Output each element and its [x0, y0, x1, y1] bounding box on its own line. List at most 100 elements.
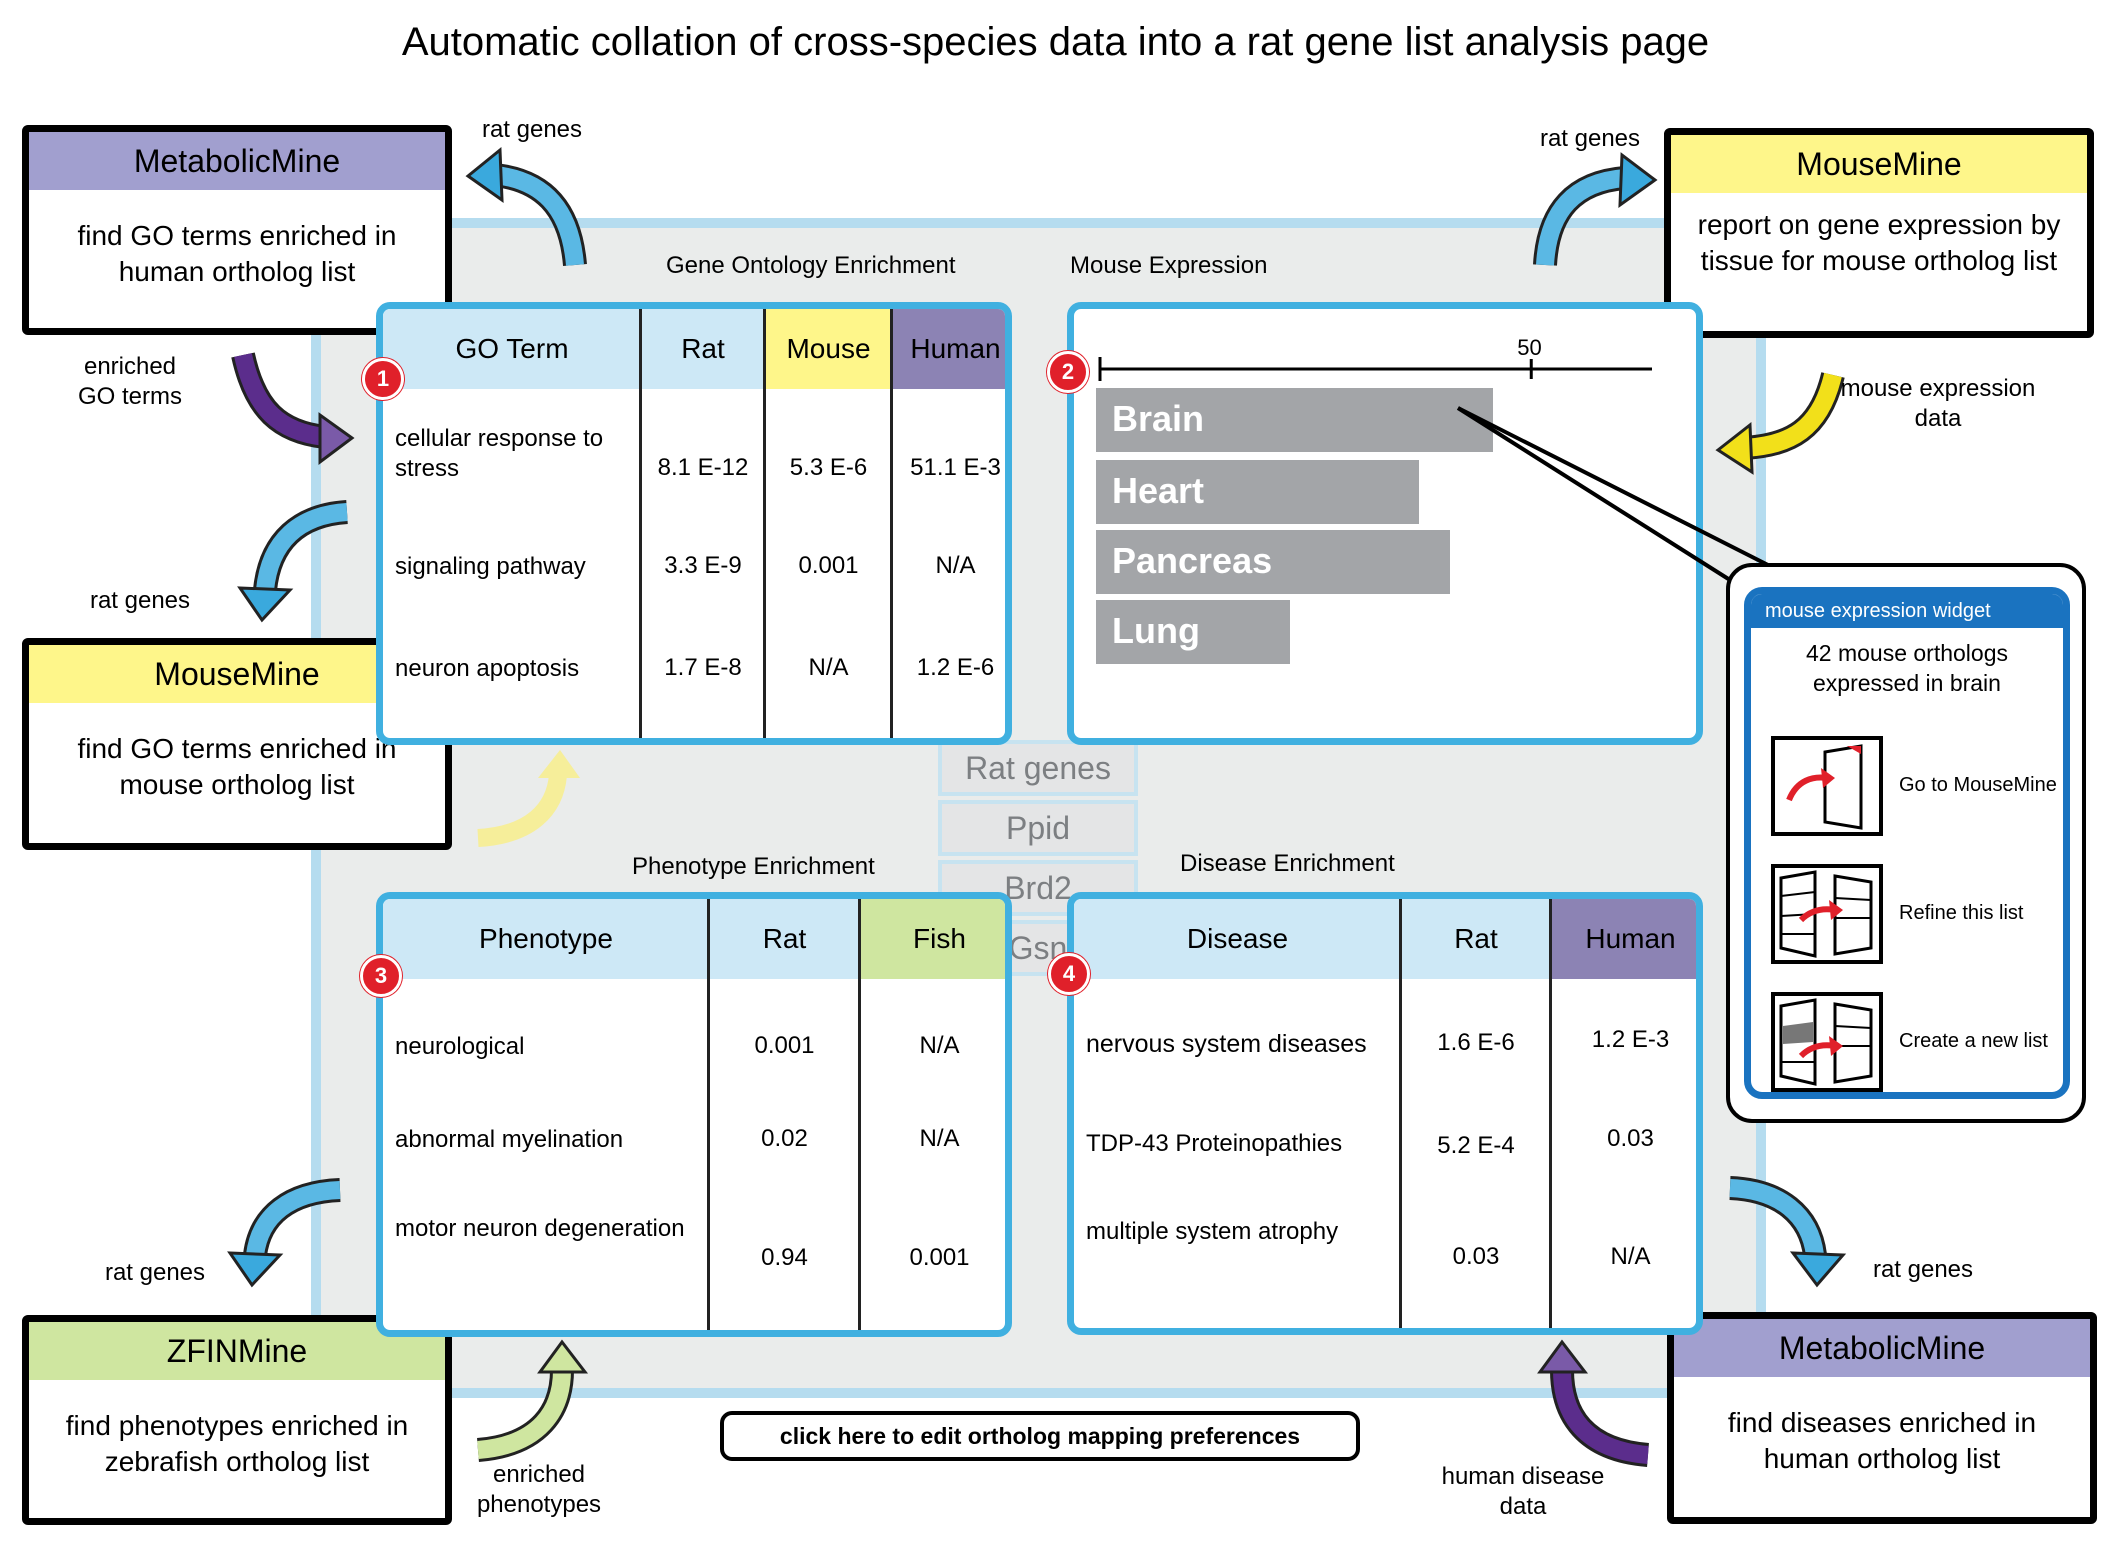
- label-mouse-expression-data: mouse expression data: [1840, 375, 2036, 432]
- arrow-rat-genes-ml: [237, 500, 349, 623]
- go-term-cell[interactable]: cellular response to stress: [395, 425, 604, 482]
- column-divider: [763, 309, 766, 738]
- pheno-rat-value: 0.001: [754, 1032, 815, 1059]
- column-divider: [707, 899, 710, 1330]
- section-title-mouse-expression: Mouse Expression: [1070, 252, 1268, 279]
- go-mouse-value: 0.001: [798, 552, 859, 579]
- bar-label: Brain: [1112, 398, 1205, 439]
- mine-name: ZFINMine: [29, 1322, 445, 1380]
- widget-header: mouse expression widget: [1751, 594, 2063, 628]
- disease-cell[interactable]: TDP-43 Proteinopathies: [1086, 1130, 1343, 1157]
- page-title: Automatic collation of cross-species dat…: [401, 20, 1710, 64]
- go-mouse-value: N/A: [808, 654, 849, 681]
- disease-human-value: N/A: [1610, 1243, 1651, 1270]
- badge-1: 1: [362, 358, 404, 400]
- arrow-rat-genes-bl: [227, 1178, 341, 1288]
- create-list-icon[interactable]: [1771, 992, 1883, 1092]
- action-go-to-mousemine[interactable]: Go to MouseMine: [1899, 774, 2057, 796]
- arrow-mouse-expression: [1715, 371, 1845, 475]
- metabolicmine-top-box[interactable]: MetabolicMine find GO terms enriched in …: [22, 125, 452, 335]
- header-mouse[interactable]: Mouse: [765, 309, 892, 389]
- mine-name: MouseMine: [29, 645, 445, 703]
- disease-rat-value: 5.2 E-4: [1437, 1132, 1515, 1159]
- label-human-disease-data: human disease data: [1441, 1463, 1605, 1520]
- go-rat-value: 8.1 E-12: [657, 454, 749, 481]
- phenotype-cell[interactable]: neurological: [395, 1033, 525, 1060]
- mousemine-top-box[interactable]: MouseMine report on gene expression by t…: [1664, 128, 2094, 338]
- header-phenotype[interactable]: Phenotype: [383, 899, 709, 979]
- column-divider: [890, 309, 893, 738]
- bar-lung[interactable]: Lung: [1096, 600, 1291, 664]
- arrow-rat-genes-br: [1729, 1176, 1847, 1288]
- badge-2: 2: [1047, 351, 1089, 393]
- column-divider: [639, 309, 642, 738]
- column-divider: [858, 899, 861, 1330]
- mine-desc: find diseases enriched in human ortholog…: [1727, 1407, 2037, 1474]
- pheno-rat-value: 0.02: [761, 1125, 808, 1152]
- section-title-go: Gene Ontology Enrichment: [666, 252, 956, 279]
- disease-cell[interactable]: multiple system atrophy: [1086, 1218, 1339, 1245]
- disease-cell[interactable]: nervous system diseases: [1086, 1030, 1367, 1058]
- mine-desc: find GO terms enriched in mouse ortholog…: [77, 733, 397, 800]
- go-human-value: 1.2 E-6: [916, 654, 995, 681]
- label-rat-genes-tr: rat genes: [1539, 125, 1641, 152]
- badge-4: 4: [1048, 953, 1090, 995]
- phenotype-enrichment-table: Phenotype Rat Fish neurological 0.001 N/…: [376, 892, 1012, 1337]
- go-rat-value: 1.7 E-8: [664, 654, 742, 681]
- go-to-mousemine-icon[interactable]: [1771, 736, 1883, 836]
- bar-brain[interactable]: Brain: [1096, 388, 1493, 452]
- phenotype-cell[interactable]: abnormal myelination: [395, 1126, 624, 1153]
- header-rat[interactable]: Rat: [641, 309, 765, 389]
- widget-summary: 42 mouse orthologs expressed in brain: [1805, 640, 2008, 696]
- disease-enrichment-table: Disease Rat Human nervous system disease…: [1067, 892, 1703, 1335]
- disease-rat-value: 0.03: [1452, 1243, 1500, 1270]
- header-go-term[interactable]: GO Term: [383, 309, 641, 389]
- mousemine-left-box[interactable]: MouseMine find GO terms enriched in mous…: [22, 638, 452, 850]
- header-disease[interactable]: Disease: [1074, 899, 1401, 979]
- go-term-cell[interactable]: neuron apoptosis: [395, 655, 580, 682]
- header-human[interactable]: Human: [892, 309, 1005, 389]
- badge-3: 3: [360, 955, 402, 997]
- disease-human-value: 1.2 E-3: [1591, 1026, 1670, 1053]
- mine-desc: find GO terms enriched in human ortholog…: [77, 220, 397, 287]
- arrow-rat-genes-tr: [1533, 152, 1658, 266]
- label-rat-genes-br: rat genes: [1872, 1256, 1974, 1283]
- bar-label: Heart: [1112, 470, 1205, 511]
- mine-name: MetabolicMine: [29, 132, 445, 190]
- go-enrichment-table: GO Term Rat Mouse Human cellular respons…: [376, 302, 1012, 745]
- bar-label: Lung: [1112, 610, 1200, 651]
- go-term-cell[interactable]: signaling pathway: [395, 553, 586, 580]
- go-mouse-value: 5.3 E-6: [789, 454, 868, 481]
- pheno-fish-value: N/A: [919, 1125, 960, 1152]
- header-rat[interactable]: Rat: [1401, 899, 1551, 979]
- pheno-fish-value: N/A: [919, 1032, 960, 1059]
- header-rat[interactable]: Rat: [709, 899, 860, 979]
- bar-heart[interactable]: Heart: [1096, 460, 1420, 524]
- label-enriched-phenotypes: enriched phenotypes: [476, 1461, 602, 1518]
- gene-item[interactable]: Ppid: [938, 800, 1138, 856]
- go-human-value: 51.1 E-3: [910, 454, 1001, 481]
- mine-name: MouseMine: [1671, 135, 2087, 193]
- action-create-list[interactable]: Create a new list: [1899, 1030, 2048, 1052]
- mine-desc: report on gene expression by tissue for …: [1697, 209, 2061, 276]
- go-rat-value: 3.3 E-9: [664, 552, 742, 579]
- refine-list-icon[interactable]: [1771, 864, 1883, 964]
- mine-desc: find phenotypes enriched in zebrafish or…: [65, 1410, 409, 1477]
- edit-ortholog-preferences-button[interactable]: click here to edit ortholog mapping pref…: [720, 1411, 1360, 1461]
- axis-tick-label: 50: [1517, 335, 1542, 360]
- header-human[interactable]: Human: [1551, 899, 1696, 979]
- bar-pancreas[interactable]: Pancreas: [1096, 530, 1450, 594]
- disease-rat-value: 1.6 E-6: [1437, 1029, 1515, 1056]
- zfinmine-box[interactable]: ZFINMine find phenotypes enriched in zeb…: [22, 1315, 452, 1525]
- action-refine-list[interactable]: Refine this list: [1899, 902, 2024, 924]
- header-fish[interactable]: Fish: [860, 899, 1005, 979]
- phenotype-cell[interactable]: motor neuron degeneration: [395, 1215, 685, 1242]
- arrow-rat-genes-tl: [465, 146, 587, 267]
- metabolicmine-bottom-box[interactable]: MetabolicMine find diseases enriched in …: [1667, 1312, 2097, 1524]
- pheno-fish-value: 0.001: [909, 1244, 970, 1271]
- column-divider: [1549, 899, 1552, 1328]
- arrow-human-disease: [1537, 1339, 1650, 1467]
- arrow-enriched-go: [231, 352, 355, 465]
